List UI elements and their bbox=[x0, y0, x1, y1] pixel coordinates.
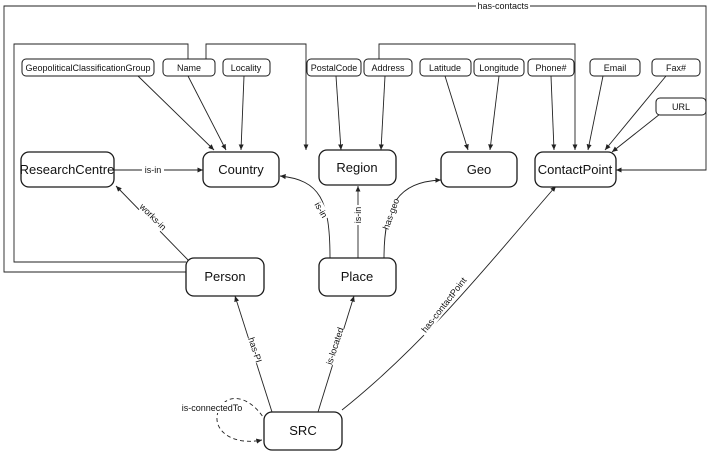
attribute-boxes: GeopoliticalClassificationGroup Name Loc… bbox=[21, 58, 707, 116]
node-research-centre: ResearchCentre bbox=[20, 151, 115, 188]
attr-label: Phone# bbox=[535, 63, 566, 73]
edge-label-has-pi: has-PI bbox=[246, 336, 264, 364]
edge-label-place-is-in-region: is-in bbox=[353, 207, 363, 224]
node-region: Region bbox=[318, 149, 397, 186]
node-label: Country bbox=[218, 162, 264, 177]
edge-label-has-contacts: has-contacts bbox=[477, 1, 529, 11]
edge-rc-is-in: is-in bbox=[114, 164, 203, 175]
attr-fax: Fax# bbox=[651, 58, 701, 77]
attr-phone: Phone# bbox=[527, 58, 575, 77]
node-label: Region bbox=[336, 160, 377, 175]
attr-name: Name bbox=[162, 58, 216, 77]
edge-place-is-in-region: is-in bbox=[353, 186, 363, 258]
attr-label: GeopoliticalClassificationGroup bbox=[25, 63, 150, 73]
node-contact-point: ContactPoint bbox=[534, 151, 617, 188]
edge-person-region bbox=[13, 43, 309, 263]
attr-locality: Locality bbox=[222, 58, 271, 77]
edge-is-connected-to: is-connectedTo bbox=[180, 398, 267, 444]
attr-label: Email bbox=[604, 63, 627, 73]
node-place: Place bbox=[318, 257, 397, 297]
edge-is-located: is-located bbox=[317, 295, 355, 413]
attr-label: Address bbox=[371, 63, 405, 73]
node-label: ResearchCentre bbox=[20, 162, 115, 177]
attr-url: URL bbox=[655, 97, 707, 116]
node-geo: Geo bbox=[440, 151, 518, 188]
node-label: SRC bbox=[289, 423, 316, 438]
attr-label: Longitude bbox=[479, 63, 519, 73]
edge-label-rc-is-in: is-in bbox=[145, 165, 162, 175]
edge-has-contact-point: has-contactPoint bbox=[341, 185, 557, 411]
edge-place-is-in-country: is-in bbox=[279, 174, 331, 259]
node-person: Person bbox=[185, 257, 265, 297]
attr-email: Email bbox=[589, 58, 641, 77]
attr-label: PostalCode bbox=[311, 63, 358, 73]
edge-label-works-in: works-in bbox=[137, 201, 168, 232]
attr-postal-code: PostalCode bbox=[306, 58, 362, 77]
attr-geopolitical-classification-group: GeopoliticalClassificationGroup bbox=[21, 58, 155, 77]
attr-longitude: Longitude bbox=[473, 58, 525, 77]
edge-label-has-contact-point: has-contactPoint bbox=[419, 275, 468, 334]
edge-label-has-geo: has-geo bbox=[381, 197, 402, 231]
attr-label: Name bbox=[177, 63, 201, 73]
edge-has-pi: has-PI bbox=[234, 295, 273, 413]
edge-attr-links bbox=[137, 75, 667, 153]
node-src: SRC bbox=[263, 411, 343, 451]
node-country: Country bbox=[202, 151, 280, 188]
edge-label-is-connected-to: is-connectedTo bbox=[182, 403, 243, 413]
edge-label-is-located: is-located bbox=[324, 326, 345, 366]
edge-works-in: works-in bbox=[115, 185, 191, 263]
attr-latitude: Latitude bbox=[419, 58, 472, 77]
attr-label: URL bbox=[672, 102, 690, 112]
node-label: Geo bbox=[467, 162, 492, 177]
attr-label: Fax# bbox=[666, 63, 686, 73]
attr-label: Locality bbox=[231, 63, 262, 73]
attr-label: Latitude bbox=[429, 63, 461, 73]
entity-nodes: ResearchCentre Country Region Geo Contac… bbox=[20, 149, 617, 451]
node-label: ContactPoint bbox=[538, 162, 613, 177]
node-label: Place bbox=[341, 269, 374, 284]
edge-has-contacts: has-contacts bbox=[3, 1, 707, 273]
edge-has-geo: has-geo bbox=[381, 177, 442, 259]
attr-address: Address bbox=[363, 58, 413, 77]
node-label: Person bbox=[204, 269, 245, 284]
edge-address-contactpoint bbox=[378, 43, 578, 150]
